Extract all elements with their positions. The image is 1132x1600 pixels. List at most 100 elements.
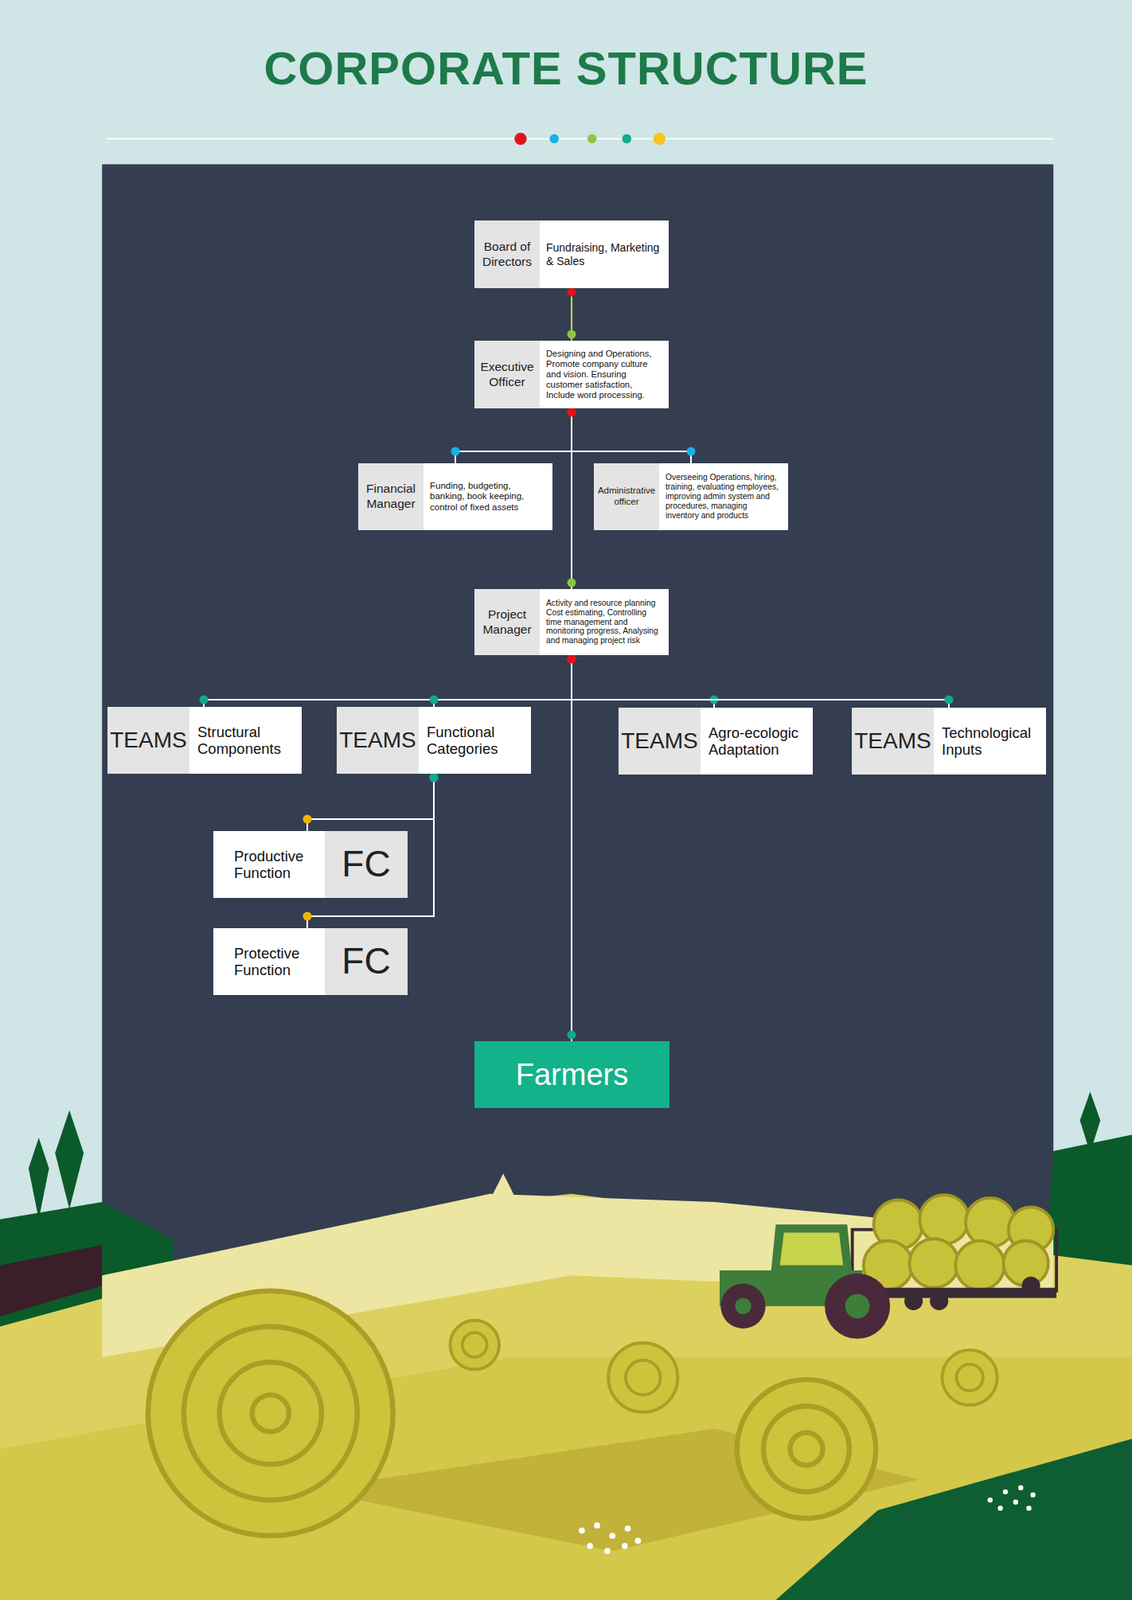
team-name: Agro-ecologic Adaptation bbox=[708, 724, 807, 759]
bush bbox=[492, 1173, 514, 1235]
joint-dot bbox=[429, 773, 439, 783]
rule-dot bbox=[514, 132, 527, 145]
board-box: Board of Directors Fundraising, Marketing… bbox=[474, 220, 669, 289]
joint-dot bbox=[687, 447, 696, 457]
joint-dot bbox=[944, 695, 954, 705]
connector-line bbox=[433, 655, 572, 707]
bush bbox=[463, 1198, 481, 1235]
team-box: TEAMS Functional Categories bbox=[336, 706, 531, 774]
tree bbox=[28, 1137, 50, 1220]
farmers-box: Farmers bbox=[474, 1041, 670, 1109]
connector bbox=[429, 655, 577, 708]
role-duties: Activity and resource planning Cost esti… bbox=[546, 598, 663, 646]
description-cell: Functional Categories bbox=[418, 706, 531, 774]
role-duties: Designing and Operations, Promote compan… bbox=[546, 348, 663, 400]
joint-dot bbox=[567, 655, 577, 664]
joint-dot bbox=[303, 815, 313, 824]
connector bbox=[451, 408, 577, 465]
joint-dot bbox=[567, 655, 577, 664]
description-cell: Fundraising, Marketing & Sales bbox=[539, 220, 669, 289]
role-duties: Overseeing Operations, hiring, training,… bbox=[665, 472, 782, 520]
joint-dot bbox=[567, 330, 577, 340]
joint-dot bbox=[567, 408, 577, 418]
joint-dot bbox=[567, 578, 577, 588]
joint-dot bbox=[429, 773, 439, 783]
connector bbox=[567, 288, 577, 342]
function-code: FC bbox=[341, 939, 391, 984]
description-cell: Overseeing Operations, hiring, training,… bbox=[659, 463, 789, 531]
description-cell: Agro-ecologic Adaptation bbox=[700, 707, 813, 775]
connector-line bbox=[570, 655, 573, 1042]
team-box: TEAMSStructural Components bbox=[107, 706, 302, 774]
label-cell: Project Manager bbox=[474, 589, 540, 656]
connector bbox=[303, 773, 439, 832]
role-duties: Fundraising, Marketing & Sales bbox=[546, 241, 663, 267]
function-code: FC bbox=[341, 842, 391, 887]
connector-line bbox=[570, 408, 573, 590]
description-cell: Protective Function bbox=[213, 928, 325, 996]
team-name: Technological Inputs bbox=[941, 724, 1040, 759]
team-tag: TEAMS bbox=[339, 726, 416, 754]
label-cell: Financial Manager bbox=[358, 463, 424, 531]
tree bbox=[54, 1110, 84, 1210]
title-rule bbox=[105, 137, 1054, 140]
description-cell: Productive Function bbox=[213, 831, 325, 898]
joint-dot bbox=[567, 655, 577, 664]
admin-box: Administrative officer Overseeing Operati… bbox=[593, 463, 789, 531]
label-cell: Executive Officer bbox=[474, 340, 540, 409]
role-title: Project Manager bbox=[476, 607, 538, 637]
label-cell: TEAMS bbox=[336, 706, 419, 774]
connector bbox=[567, 655, 577, 1043]
connector bbox=[567, 408, 696, 465]
connector-line bbox=[307, 773, 434, 832]
bush bbox=[527, 1198, 549, 1240]
role-title: Administrative officer bbox=[596, 485, 657, 508]
connector bbox=[567, 408, 577, 590]
description-cell: Structural Components bbox=[189, 706, 302, 774]
rule-dot bbox=[653, 132, 666, 145]
joint-dot bbox=[567, 655, 577, 664]
team-tag: TEAMS bbox=[854, 727, 931, 755]
function-box: Productive Function FC bbox=[213, 831, 408, 898]
description-cell: Technological Inputs bbox=[933, 707, 1047, 775]
team-tag: TEAMS bbox=[109, 726, 187, 754]
rule-dot bbox=[587, 134, 598, 145]
tree bbox=[1080, 1092, 1101, 1154]
connector-line bbox=[203, 655, 572, 707]
label-cell: Board of Directors bbox=[474, 220, 540, 289]
function-box: Protective Function FC bbox=[213, 928, 408, 996]
project-box: Project Manager Activity and resource pla… bbox=[474, 589, 669, 656]
label-cell: Administrative officer bbox=[593, 463, 660, 531]
joint-dot bbox=[567, 288, 577, 297]
team-box: TEAMS Technological Inputs bbox=[851, 707, 1047, 775]
rule-dot bbox=[622, 134, 633, 145]
role-title: Board of Directors bbox=[476, 239, 538, 270]
role-title: Executive Officer bbox=[476, 359, 538, 390]
connector bbox=[567, 655, 954, 709]
tractor bbox=[719, 1194, 1057, 1339]
function-name: Protective Function bbox=[234, 944, 319, 980]
team-tag: TEAMS bbox=[620, 727, 698, 755]
label-cell: TEAMS bbox=[107, 706, 190, 774]
function-name: Productive Function bbox=[234, 847, 319, 883]
team-box: TEAMS Agro-ecologic Adaptation bbox=[618, 707, 813, 775]
joint-dot bbox=[567, 408, 577, 418]
team-name: Functional Categories bbox=[426, 723, 525, 758]
description-cell: Funding, budgeting, banking, book keepin… bbox=[423, 463, 553, 531]
label-cell: FC bbox=[324, 831, 408, 898]
role-duties: Funding, budgeting, banking, book keepin… bbox=[429, 480, 547, 513]
label-cell: FC bbox=[324, 928, 408, 996]
field bbox=[0, 1194, 1132, 1600]
joint-dot bbox=[303, 912, 313, 922]
joint-dot bbox=[567, 408, 577, 418]
role-title: Financial Manager bbox=[360, 481, 422, 512]
joint-dot bbox=[429, 695, 439, 705]
rule-dot bbox=[549, 134, 559, 145]
connector-line bbox=[571, 655, 949, 708]
connector-line bbox=[571, 408, 691, 464]
finance-box: Financial ManagerFunding, budgeting, ban… bbox=[358, 463, 553, 531]
description-cell: Activity and resource planning Cost esti… bbox=[539, 589, 669, 656]
joint-dot bbox=[567, 1030, 577, 1040]
